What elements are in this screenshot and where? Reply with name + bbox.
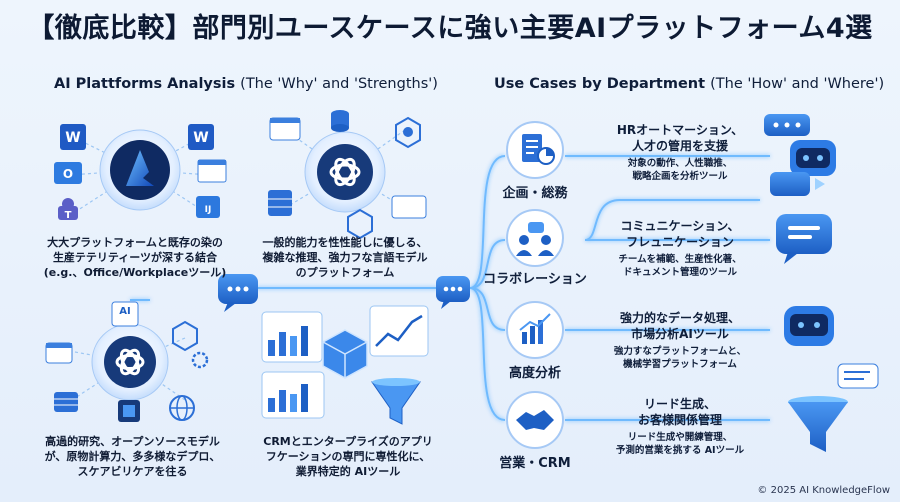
chat-bubble-icon-left [218, 274, 258, 312]
usecase-sub-line: ドキュメント管理のツール [622, 267, 737, 278]
footer-copyright: © 2025 AI KnowledgeFlow [757, 485, 890, 496]
panel-caption-azure: 大大プラットフォームと既存の染の 生産テテリティーツが深する結合 (e.g.、O… [20, 235, 250, 280]
opensource-hub-icon [45, 301, 209, 422]
azure-hub-icon: W W O T IJ [54, 124, 227, 221]
usecase-planning: HRオートマーション、 人才の管用を支援 対象の動作、人性職推、 戦略企画を分析… [585, 122, 775, 183]
usecase-sub-line: 予測的営業を挑する AIツール [615, 445, 745, 456]
caption-line: 業界特定的 AIツール [295, 465, 401, 478]
svg-text:IJ: IJ [205, 205, 212, 215]
panel-caption-openai: 一般的能力を性性能しに優しる、 複雑な推理、強力フな言語モデル のプラットフォー… [240, 235, 450, 280]
panel-caption-crm: CRMとエンタープライズのアプリ フケーションの専門に専性化に、 業界特定的 A… [238, 434, 458, 479]
left-section-heading: AI Plattforms Analysis (The 'Why' and 'S… [54, 76, 438, 92]
usecase-sub-line: 強力すなプラットフォームと、 [613, 346, 747, 357]
usecase-title: お客様関係管理 [637, 413, 722, 427]
page-title: 【徹底比較】部門別ユースケースに強い主要AIプラットフォーム4選 [27, 13, 873, 44]
caption-line: フケーションの専門に専性化に、 [265, 450, 431, 463]
caption-line: 一般的能力を性性能しに優しる、 [262, 236, 428, 249]
usecase-title: 人才の管用を支援 [631, 139, 728, 153]
caption-line: (e.g.、Office/Workplaceツール) [43, 266, 227, 279]
usecase-title: リード生成、 [643, 397, 716, 411]
dept-label-sales-crm: 営業・CRM [499, 456, 571, 471]
usecase-sales: リード生成、 お客様関係管理 リード生成や開練管理、 予測的営業を挑する AIツ… [585, 396, 775, 457]
svg-text:W: W [193, 130, 208, 146]
dept-circles [506, 121, 564, 449]
usecase-title: フレュニケーション [626, 235, 734, 249]
right-heading-text: Use Cases by Department [494, 76, 706, 92]
panel-caption-opensource: 高過的研究、オープンソースモデル が、原物計算力、多多様なデプロ、 スケアビリケ… [20, 434, 245, 479]
usecase-sub: 対象の動作、人性職推、 戦略企画を分析ツール [585, 157, 775, 183]
usecase-title: HRオートマーション、 [616, 123, 744, 137]
dept-label-analytics: 高度分析 [508, 366, 561, 381]
left-heading-text: AI Plattforms Analysis [54, 76, 236, 92]
caption-line: 複雑な推理、強力フな言語モデル [262, 251, 428, 264]
chat-bubble-icon-center [436, 276, 470, 309]
usecase-sub-line: 対象の動作、人性職推、 [627, 158, 733, 169]
connector-lines [130, 155, 770, 421]
usecase-title: 強力的なデータ処理、 [619, 311, 740, 325]
dept-label-planning: 企画・総務 [502, 186, 568, 201]
crm-charts-icon [261, 305, 429, 425]
usecase-sub-line: リード生成や開練管理、 [627, 432, 733, 443]
ai-chip-label: AI [119, 306, 131, 317]
usecase-sub-line: 機械学習プラットフォーム [623, 359, 737, 370]
usecase-collaboration: コミュニケーション、 フレュニケーション チームを補範、生産性化著、 ドキュメン… [585, 218, 775, 279]
usecase-sub: チームを補範、生産性化著、 ドキュメント管理のツール [585, 253, 775, 279]
caption-line: のプラットフォーム [295, 266, 395, 279]
usecase-title: 市場分析AIツール [631, 327, 729, 341]
openai-hub-icon [268, 110, 427, 240]
svg-text:O: O [63, 167, 73, 181]
dept-label-collaboration: コラボレーション [483, 272, 587, 287]
usecase-title: コミュニケーション、 [620, 219, 740, 233]
caption-line: CRMとエンタープライズのアプリ [263, 435, 433, 448]
caption-line: が、原物計算力、多多様なデプロ、 [44, 450, 221, 463]
caption-line: 高過的研究、オープンソースモデル [45, 435, 220, 448]
right-section-heading: Use Cases by Department (The 'How' and '… [494, 76, 884, 92]
usecase-sub-line: チームを補範、生産性化著、 [618, 254, 742, 265]
svg-text:T: T [65, 210, 72, 221]
usecase-sub: 強力すなプラットフォームと、 機械学習プラットフォーム [585, 345, 775, 371]
caption-line: 生産テテリティーツが深する結合 [52, 251, 218, 264]
right-icons [764, 114, 879, 452]
usecase-sub: リード生成や開練管理、 予測的営業を挑する AIツール [585, 431, 775, 457]
usecase-sub-line: 戦略企画を分析ツール [632, 171, 728, 182]
caption-line: スケアビリケアを往る [77, 465, 188, 478]
svg-text:W: W [65, 130, 80, 146]
usecase-analytics: 強力的なデータ処理、 市場分析AIツール 強力すなプラットフォームと、 機械学習… [585, 310, 775, 371]
left-heading-paren: (The 'Why' and 'Strengths') [240, 76, 438, 92]
caption-line: 大大プラットフォームと既存の染の [47, 236, 223, 249]
right-heading-paren: (The 'How' and 'Where') [710, 76, 885, 92]
